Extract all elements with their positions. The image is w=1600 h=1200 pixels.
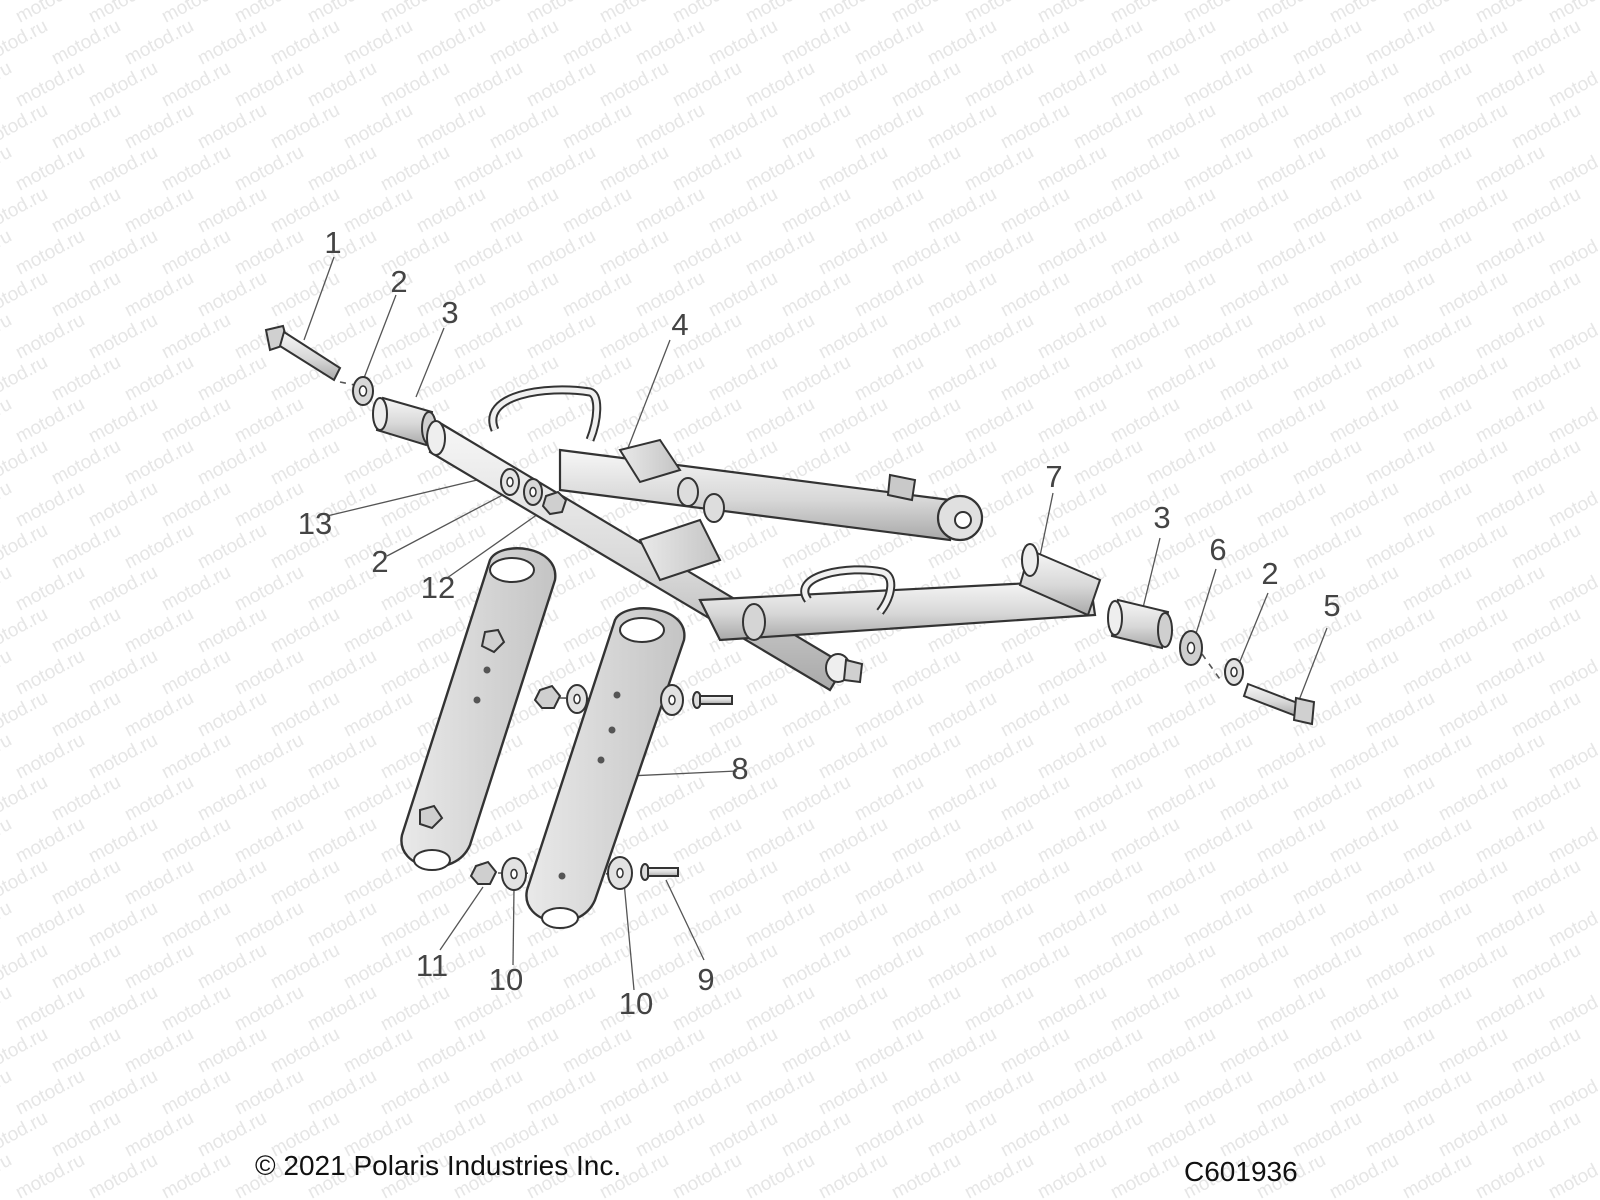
callout-13: 13 <box>298 506 332 541</box>
part-2-washer-top <box>352 376 374 406</box>
callout-2: 2 <box>390 264 407 299</box>
callout-numbers: 1 2 3 4 13 2 12 7 3 6 2 5 8 11 10 10 9 <box>298 225 1341 1021</box>
part-3-bushing-right <box>1107 598 1173 650</box>
callout-3: 3 <box>1153 500 1170 535</box>
part-8-strap-left <box>400 547 557 871</box>
upper-fastener-set <box>533 684 733 716</box>
callout-12: 12 <box>421 570 455 605</box>
callout-5: 5 <box>1323 588 1340 623</box>
part-2-washer-mid <box>523 478 543 506</box>
callout-1: 1 <box>324 225 341 260</box>
callout-8: 8 <box>731 751 748 786</box>
callout-3: 3 <box>441 295 458 330</box>
part-12-nut <box>541 490 568 516</box>
part-4-a-arm <box>426 385 1102 692</box>
callout-9: 9 <box>697 962 714 997</box>
callout-4: 4 <box>671 307 688 342</box>
callout-6: 6 <box>1209 532 1226 567</box>
copyright-notice: © 2021 Polaris Industries Inc. <box>255 1150 622 1181</box>
part-8-strap-right <box>525 607 686 929</box>
callout-10: 10 <box>489 962 523 997</box>
part-2-washer-right <box>1224 658 1244 686</box>
lower-fastener-set <box>469 856 679 891</box>
part-1-bolt <box>264 324 342 382</box>
callout-2: 2 <box>371 544 388 579</box>
part-6-washer <box>1179 630 1203 666</box>
callout-2: 2 <box>1261 556 1278 591</box>
callout-11: 11 <box>416 948 448 983</box>
part-5-bolt <box>1242 682 1316 726</box>
callout-7: 7 <box>1045 459 1062 494</box>
callout-10: 10 <box>619 986 653 1021</box>
part-13-washer <box>500 468 520 496</box>
diagram-code: C601936 <box>1184 1156 1298 1187</box>
